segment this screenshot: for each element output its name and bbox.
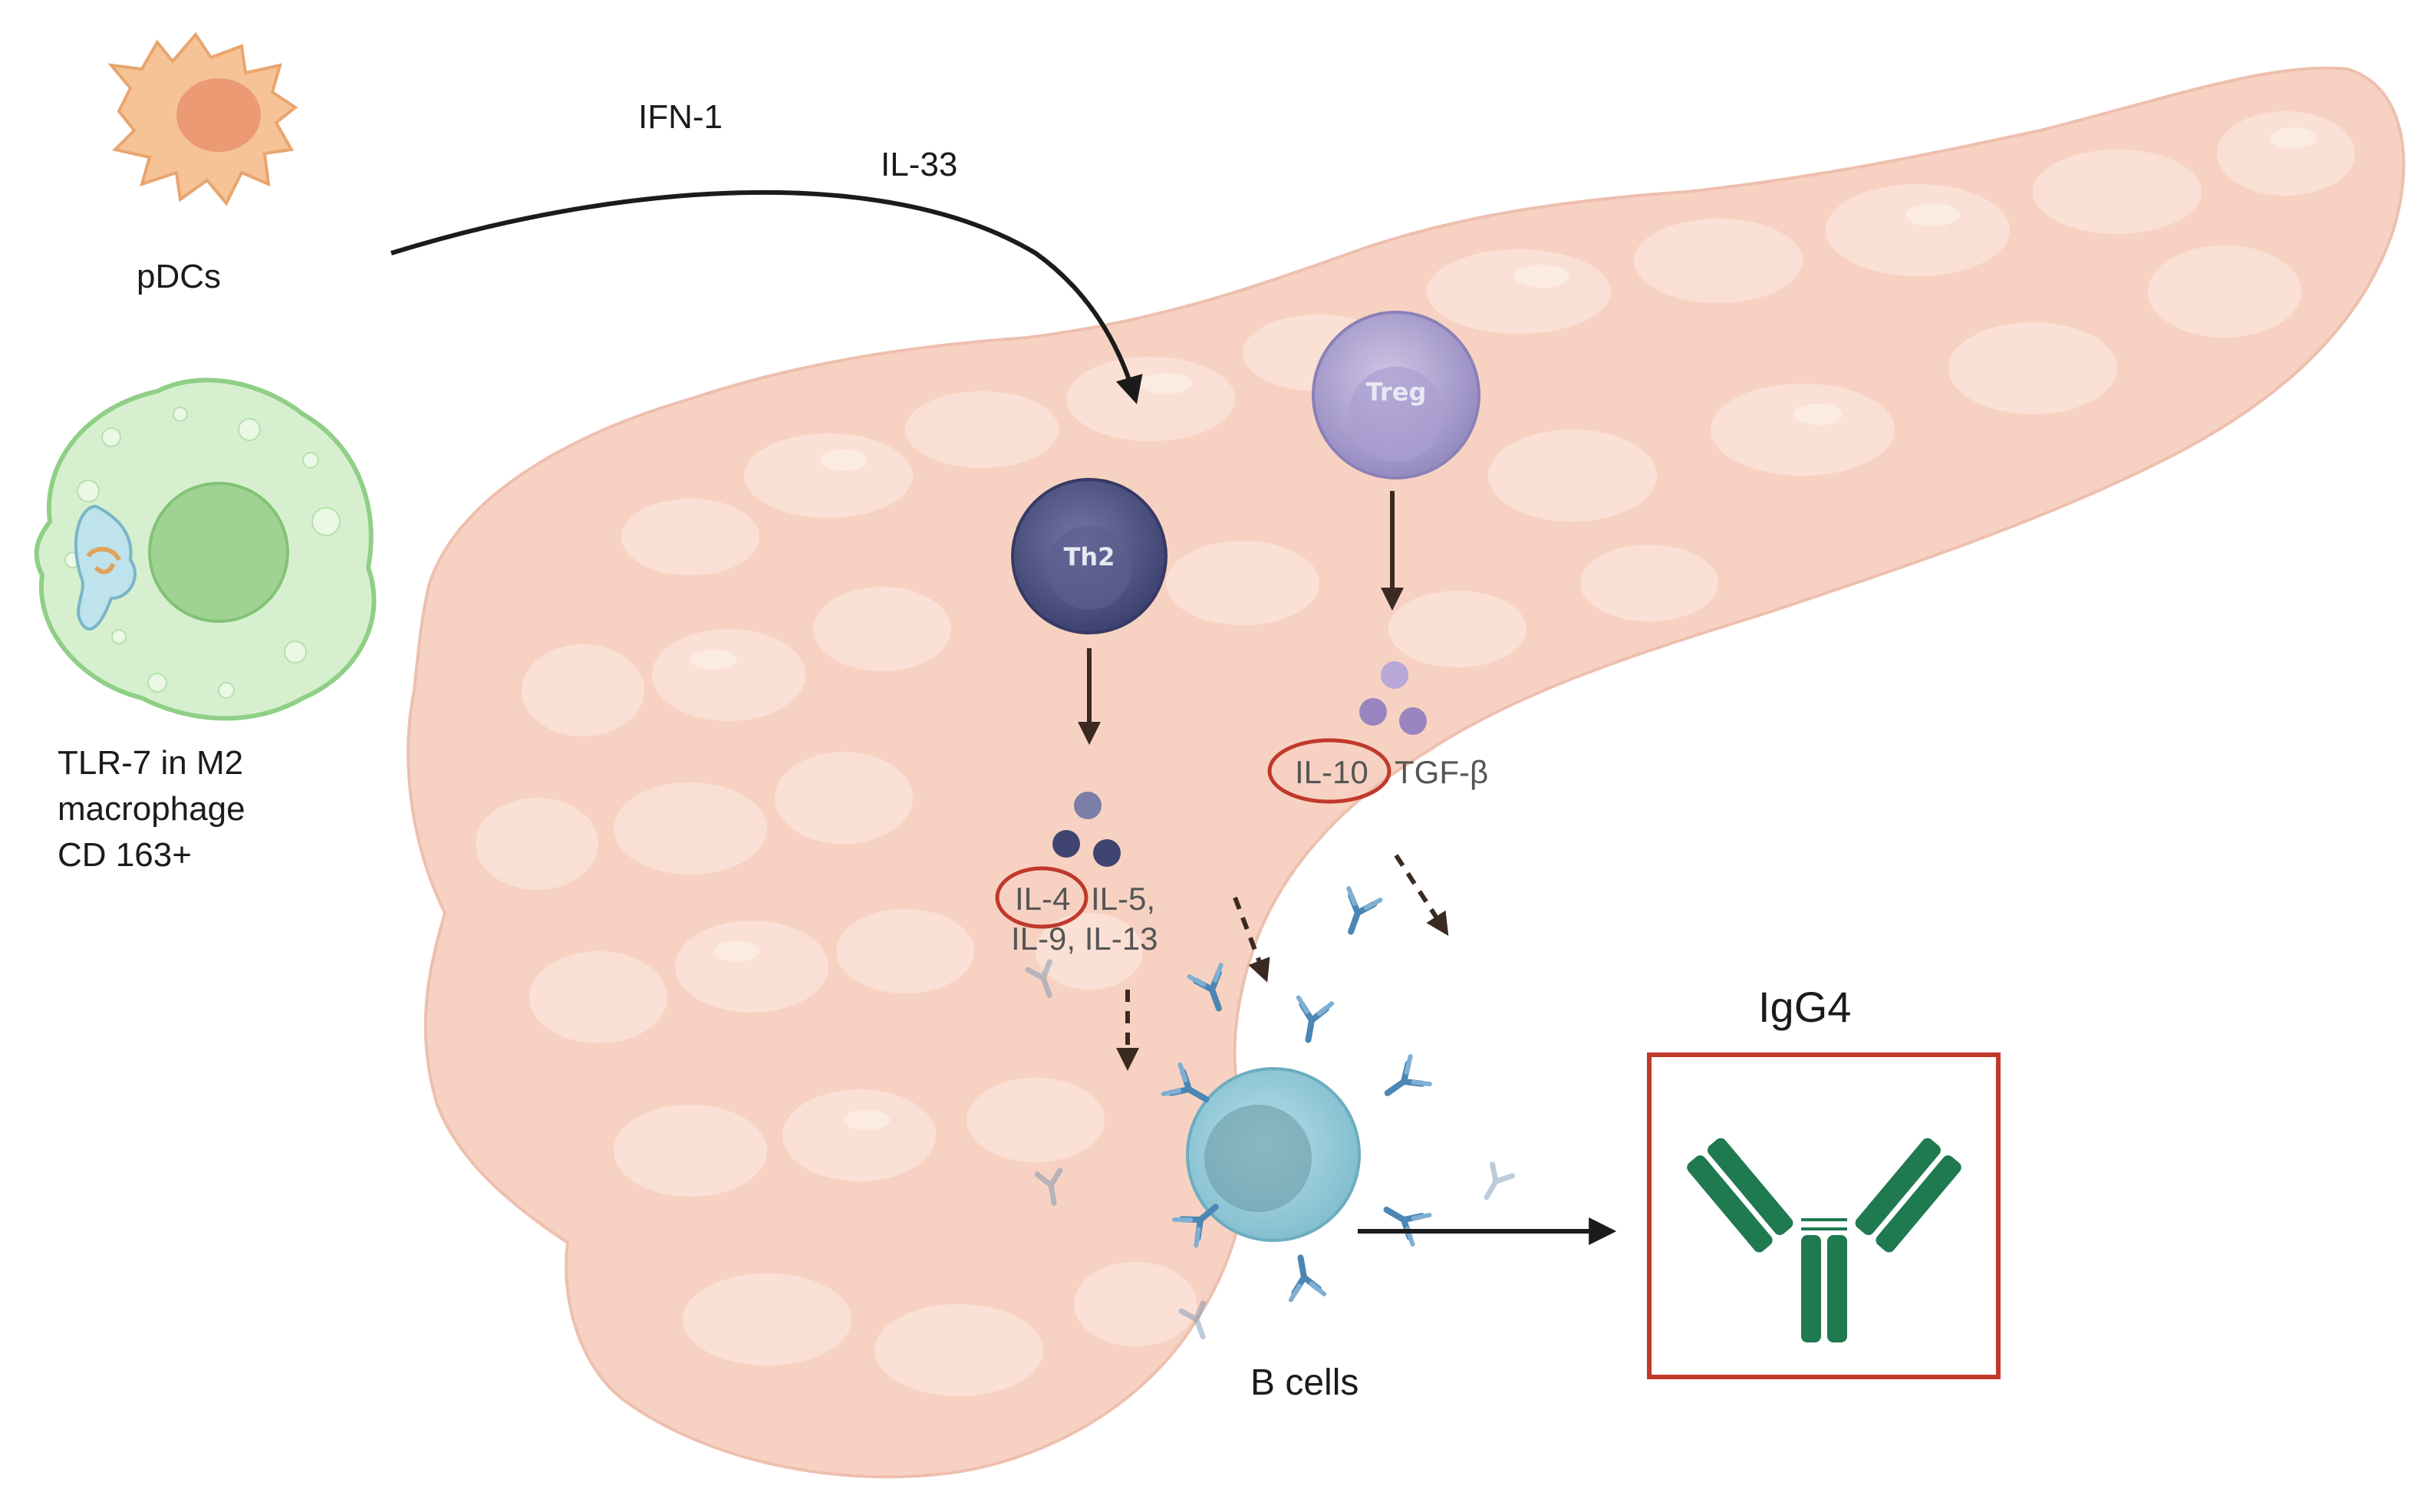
il10-label: IL-10 <box>1295 754 1368 790</box>
pdcs-label: pDCs <box>137 258 222 295</box>
il10-highlight <box>1267 738 1391 804</box>
pdc-cell-icon <box>107 31 298 206</box>
il4-label: IL-4 <box>1015 881 1071 917</box>
macrophage-label-line1: TLR-7 in M2 <box>58 744 244 782</box>
igg4-antibody-icon <box>1687 1138 1961 1342</box>
th2-label: Th2 <box>1064 542 1115 572</box>
il9-il13-label: IL-9, IL-13 <box>1011 921 1158 957</box>
macrophage-label-line3: CD 163+ <box>58 836 192 874</box>
macrophage-label-line2: macrophage <box>58 790 245 828</box>
treg-cytokine-dots <box>1359 661 1427 735</box>
pancreas-organ <box>407 66 2406 1479</box>
treg-cell-icon: Treg <box>1312 311 1480 479</box>
tgfb-label: TGF-β <box>1395 754 1489 790</box>
il5-label: IL-5, <box>1091 881 1156 917</box>
igg4-label: IgG4 <box>1758 983 1852 1031</box>
il4-highlight <box>995 866 1088 929</box>
bcells-label: B cells <box>1250 1362 1359 1403</box>
ifn-label: IFN-1 <box>638 98 723 136</box>
treg-label: Treg <box>1366 377 1427 407</box>
th2-cell-icon: Th2 <box>1011 478 1168 634</box>
igg4-box <box>1647 1052 2001 1379</box>
dashed-arrows <box>1116 854 1449 1071</box>
b-cell-icon <box>1163 965 1429 1300</box>
th2-cytokine-dots <box>1052 792 1121 867</box>
il33-label: IL-33 <box>881 146 958 183</box>
ifn-il33-arrow <box>390 189 1143 404</box>
m2-macrophage-icon <box>34 377 377 721</box>
